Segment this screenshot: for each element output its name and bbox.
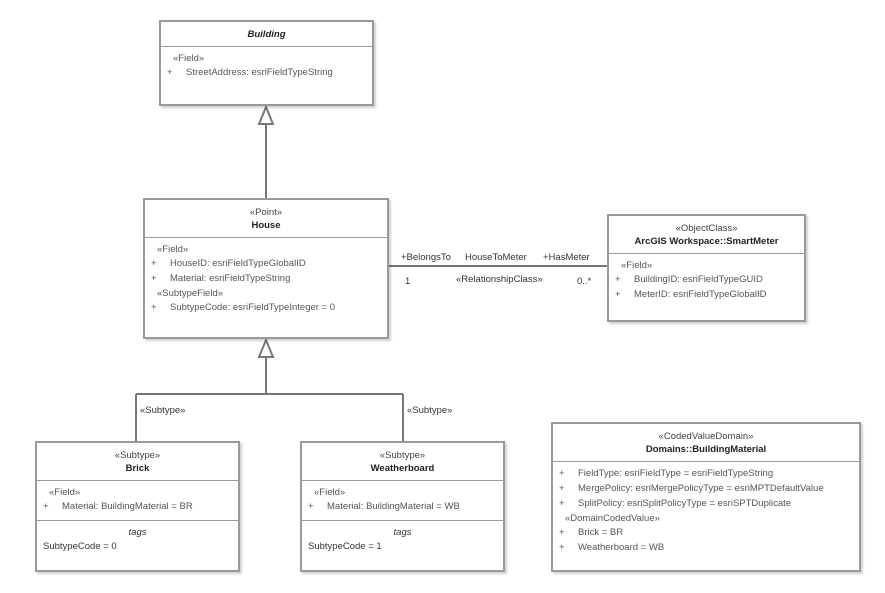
tags-section: tags SubtypeCode = 1 xyxy=(302,520,503,556)
generalization-subtypes-house[interactable] xyxy=(135,337,404,441)
coded-value-weatherboard[interactable]: + Weatherboard = WB xyxy=(557,542,855,553)
attributes-section: «Field» + StreetAddress: esriFieldTypeStr… xyxy=(161,46,372,86)
attributes-section: + FieldType: esriFieldType = esriFieldTyp… xyxy=(553,461,859,561)
attribute-text: BuildingID: esriFieldTypeGUID xyxy=(634,274,763,285)
source-role-label: +BelongsTo xyxy=(401,252,451,263)
visibility-public: + xyxy=(167,67,173,78)
class-name: House xyxy=(251,220,281,231)
attribute-text: Material: esriFieldTypeString xyxy=(170,273,291,284)
attribute-text: StreetAddress: esriFieldTypeString xyxy=(186,67,333,78)
visibility-public: + xyxy=(559,468,565,479)
class-name: Domains::BuildingMaterial xyxy=(645,444,767,455)
attribute-text: SplitPolicy: esriSplitPolicyType = esriS… xyxy=(578,498,792,509)
class-header: «ObjectClass» ArcGIS Workspace::SmartMet… xyxy=(609,216,804,253)
class-name: ArcGIS Workspace::SmartMeter xyxy=(634,236,779,247)
class-header: «Point» House xyxy=(145,200,387,237)
class-stereotype: «Point» xyxy=(249,207,283,218)
class-header: Building xyxy=(161,22,372,46)
brick-subtype-link-label: «Subtype» xyxy=(140,405,186,416)
attribute-material[interactable]: + Material: esriFieldTypeString xyxy=(149,273,383,284)
attribute-text: SubtypeCode: esriFieldTypeInteger = 0 xyxy=(170,302,336,313)
stereotype-group-field: «Field» xyxy=(314,487,346,498)
attribute-material[interactable]: + Material: BuildingMaterial = BR xyxy=(41,501,234,512)
attribute-text: Material: BuildingMaterial = BR xyxy=(62,501,193,512)
relationship-name-label: HouseToMeter xyxy=(465,252,527,263)
attribute-text: Material: BuildingMaterial = WB xyxy=(327,501,460,512)
visibility-public: + xyxy=(151,273,157,284)
attributes-section: «Field» + Material: BuildingMaterial = BR xyxy=(37,480,238,520)
class-stereotype: «ObjectClass» xyxy=(675,223,738,234)
relationship-stereotype-label: «RelationshipClass» xyxy=(456,274,543,285)
generalization-house-building[interactable] xyxy=(257,104,275,198)
attribute-text: Weatherboard = WB xyxy=(578,542,665,553)
class-header: «Subtype» Brick xyxy=(37,443,238,480)
attribute-split-policy[interactable]: + SplitPolicy: esriSplitPolicyType = esri… xyxy=(557,498,855,509)
attribute-text: MergePolicy: esriMergePolicyType = esriM… xyxy=(578,483,824,494)
target-multiplicity-label: 0..* xyxy=(577,276,592,287)
stereotype-group-subtype-field: «SubtypeField» xyxy=(157,288,224,299)
weatherboard-subtype-link-label: «Subtype» xyxy=(407,405,453,416)
attribute-field-type[interactable]: + FieldType: esriFieldType = esriFieldTyp… xyxy=(557,468,855,479)
smart-meter-class[interactable]: «ObjectClass» ArcGIS Workspace::SmartMet… xyxy=(607,214,806,322)
visibility-public: + xyxy=(559,542,565,553)
attribute-meter-id[interactable]: + MeterID: esriFieldTypeGlobalID xyxy=(613,289,800,300)
visibility-public: + xyxy=(615,289,621,300)
attribute-building-id[interactable]: + BuildingID: esriFieldTypeGUID xyxy=(613,274,800,285)
building-class[interactable]: Building «Field» + StreetAddress: esriFie… xyxy=(159,20,374,106)
visibility-public: + xyxy=(615,274,621,285)
visibility-public: + xyxy=(559,527,565,538)
class-name: Brick xyxy=(125,463,150,474)
visibility-public: + xyxy=(559,498,565,509)
source-multiplicity-label: 1 xyxy=(405,276,411,287)
coded-value-brick[interactable]: + Brick = BR xyxy=(557,527,855,538)
stereotype-group-field: «Field» xyxy=(621,260,653,271)
building-material-domain-class[interactable]: «CodedValueDomain» Domains::BuildingMate… xyxy=(551,422,861,572)
attribute-text: FieldType: esriFieldType = esriFieldType… xyxy=(578,468,774,479)
attribute-street-address[interactable]: + StreetAddress: esriFieldTypeString xyxy=(165,67,368,78)
attribute-text: Brick = BR xyxy=(578,527,624,538)
stereotype-group-domain-coded-value: «DomainCodedValue» xyxy=(565,513,660,524)
attribute-text: HouseID: esriFieldTypeGlobalID xyxy=(170,258,306,269)
tag-subtype-code[interactable]: SubtypeCode = 1 xyxy=(308,541,382,552)
attribute-merge-policy[interactable]: + MergePolicy: esriMergePolicyType = esri… xyxy=(557,483,855,494)
weatherboard-subtype-class[interactable]: «Subtype» Weatherboard «Field» + Material… xyxy=(300,441,505,572)
attributes-section: «Field» + BuildingID: esriFieldTypeGUID +… xyxy=(609,253,804,308)
visibility-public: + xyxy=(151,302,157,313)
tags-section: tags SubtypeCode = 0 xyxy=(37,520,238,556)
house-class[interactable]: «Point» House «Field» + HouseID: esriFiel… xyxy=(143,198,389,339)
tags-label: tags xyxy=(393,527,412,538)
target-role-label: +HasMeter xyxy=(543,252,590,263)
brick-subtype-class[interactable]: «Subtype» Brick «Field» + Material: Build… xyxy=(35,441,240,572)
class-header: «Subtype» Weatherboard xyxy=(302,443,503,480)
attribute-text: MeterID: esriFieldTypeGlobalID xyxy=(634,289,767,300)
class-stereotype: «CodedValueDomain» xyxy=(658,431,754,442)
class-stereotype: «Subtype» xyxy=(379,450,426,461)
visibility-public: + xyxy=(559,483,565,494)
attribute-subtype-code[interactable]: + SubtypeCode: esriFieldTypeInteger = 0 xyxy=(149,302,383,313)
class-name: Building xyxy=(247,29,286,40)
attribute-material[interactable]: + Material: BuildingMaterial = WB xyxy=(306,501,499,512)
class-header: «CodedValueDomain» Domains::BuildingMate… xyxy=(553,424,859,461)
stereotype-group-field: «Field» xyxy=(173,53,205,64)
visibility-public: + xyxy=(43,501,49,512)
attribute-house-id[interactable]: + HouseID: esriFieldTypeGlobalID xyxy=(149,258,383,269)
stereotype-group-field: «Field» xyxy=(49,487,81,498)
attributes-section: «Field» +HouseID: esriFieldTypeGlobalID … xyxy=(145,237,387,321)
tags-label: tags xyxy=(128,527,147,538)
tag-subtype-code[interactable]: SubtypeCode = 0 xyxy=(43,541,117,552)
class-stereotype: «Subtype» xyxy=(114,450,161,461)
stereotype-group-field: «Field» xyxy=(157,244,189,255)
visibility-public: + xyxy=(308,501,314,512)
class-name: Weatherboard xyxy=(370,463,435,474)
attributes-section: «Field» + Material: BuildingMaterial = WB xyxy=(302,480,503,520)
visibility-public: + xyxy=(151,258,157,269)
